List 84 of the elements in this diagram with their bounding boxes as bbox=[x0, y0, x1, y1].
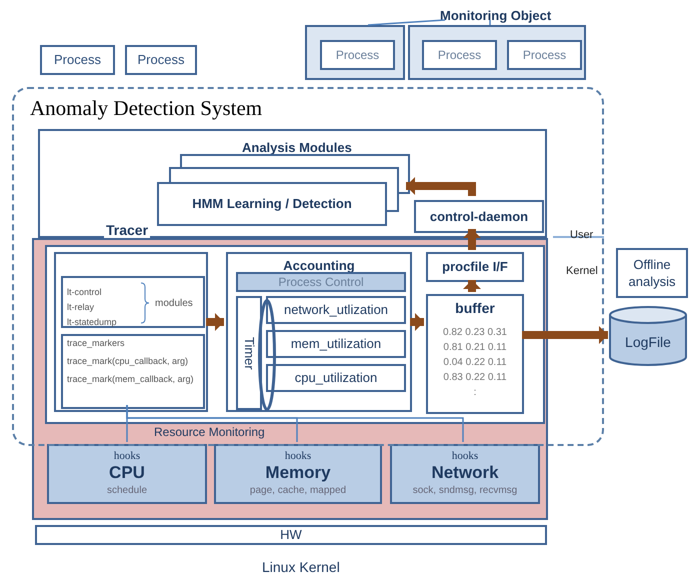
hooks-label: hooks bbox=[114, 450, 140, 462]
modules-box bbox=[61, 276, 205, 328]
arrow bbox=[522, 326, 608, 344]
process-box bbox=[320, 40, 395, 70]
metric-box bbox=[266, 364, 406, 392]
module-box bbox=[414, 200, 544, 233]
metric-label: network_utlization bbox=[284, 301, 388, 320]
region-label: Resource Monitoring bbox=[154, 426, 265, 439]
metric-label: mem_utilization bbox=[290, 335, 382, 354]
caption-label: Linux Kernel bbox=[262, 559, 340, 574]
code-line: trace_markers bbox=[67, 338, 126, 349]
resource-title: Network bbox=[431, 462, 499, 484]
buffer-box bbox=[426, 294, 524, 414]
box-label: Process bbox=[138, 51, 184, 70]
connector-line bbox=[368, 19, 446, 26]
module-box bbox=[426, 252, 524, 282]
process-box bbox=[40, 45, 115, 75]
box-label: Process bbox=[438, 47, 482, 64]
box-label: HW bbox=[280, 526, 302, 544]
layer-label: User bbox=[570, 229, 594, 241]
panel-box bbox=[45, 245, 545, 424]
value-row-text: 0.04 0.22 0.11 bbox=[443, 356, 507, 370]
resource-box bbox=[214, 444, 382, 504]
process-box bbox=[125, 45, 197, 75]
box-label: Process bbox=[54, 51, 101, 70]
arrow bbox=[463, 280, 481, 292]
control-bar bbox=[236, 272, 406, 292]
code-line: trace_mark(mem_callback, arg) bbox=[67, 374, 195, 385]
resource-title: Memory bbox=[265, 462, 331, 484]
timer-box bbox=[236, 296, 262, 410]
box-label: Process bbox=[336, 47, 380, 64]
metric-label: cpu_utilization bbox=[294, 369, 378, 388]
group-box bbox=[305, 25, 405, 80]
box-title: Accounting bbox=[282, 257, 356, 275]
metric-box bbox=[266, 296, 406, 324]
resource-box bbox=[47, 444, 207, 504]
panel-box bbox=[38, 129, 547, 238]
connector-line bbox=[126, 405, 464, 442]
database-cylinder bbox=[608, 305, 688, 367]
accounting-box bbox=[226, 252, 412, 412]
region-title: Tracer bbox=[104, 222, 150, 238]
arrow bbox=[410, 313, 424, 331]
group-label: Monitoring Object bbox=[440, 8, 552, 23]
brace-label: modules bbox=[155, 297, 193, 311]
module-name: lt-relay bbox=[67, 302, 94, 312]
system-title: Anomaly Detection System bbox=[30, 95, 262, 122]
resource-box bbox=[390, 444, 540, 504]
arrow bbox=[206, 313, 224, 331]
process-box bbox=[422, 40, 497, 70]
connector-line bbox=[489, 20, 491, 25]
bar-label: Process Control bbox=[278, 274, 364, 291]
code-line: trace_mark(cpu_callback, arg) bbox=[67, 356, 190, 367]
hooks-label: hooks bbox=[284, 450, 312, 462]
hooks-label: hooks bbox=[452, 450, 478, 462]
resource-title: CPU bbox=[109, 462, 145, 484]
syscall-list: sock, sndmsg, recvmsg bbox=[412, 484, 518, 498]
loop-oval bbox=[258, 299, 276, 411]
group-box bbox=[408, 25, 586, 80]
cylinder-label: LogFile bbox=[625, 333, 671, 352]
layer-label: Kernel bbox=[566, 265, 598, 277]
analysis-box bbox=[616, 248, 688, 298]
box-label: Process bbox=[522, 47, 566, 64]
panel-box bbox=[54, 252, 208, 412]
arrow bbox=[406, 177, 476, 196]
process-box bbox=[507, 40, 582, 70]
module-name: lt-control bbox=[67, 287, 102, 297]
box-label: procfile I/F bbox=[442, 258, 508, 276]
timer-label: Timer bbox=[240, 336, 258, 370]
value-row-text: 0.81 0.21 0.11 bbox=[443, 341, 507, 355]
trace-box bbox=[61, 334, 205, 409]
box-label: control-daemon bbox=[430, 208, 528, 226]
card-label: HMM Learning / Detection bbox=[192, 195, 352, 214]
syscall-list: page, cache, mapped bbox=[250, 484, 346, 498]
box-title: buffer bbox=[455, 299, 495, 318]
box-label: Offline analysis bbox=[628, 256, 676, 290]
value-row-text: : bbox=[474, 386, 476, 400]
value-row-text: 0.83 0.22 0.11 bbox=[443, 371, 507, 385]
module-name: lt-statedump bbox=[67, 317, 117, 327]
hardware-bar bbox=[35, 525, 547, 545]
syscall-list: schedule bbox=[106, 484, 148, 498]
metric-box bbox=[266, 330, 406, 358]
arrow bbox=[463, 229, 481, 250]
stack-title: Analysis Modules bbox=[242, 139, 352, 157]
value-row-text: 0.82 0.23 0.31 bbox=[443, 326, 507, 340]
